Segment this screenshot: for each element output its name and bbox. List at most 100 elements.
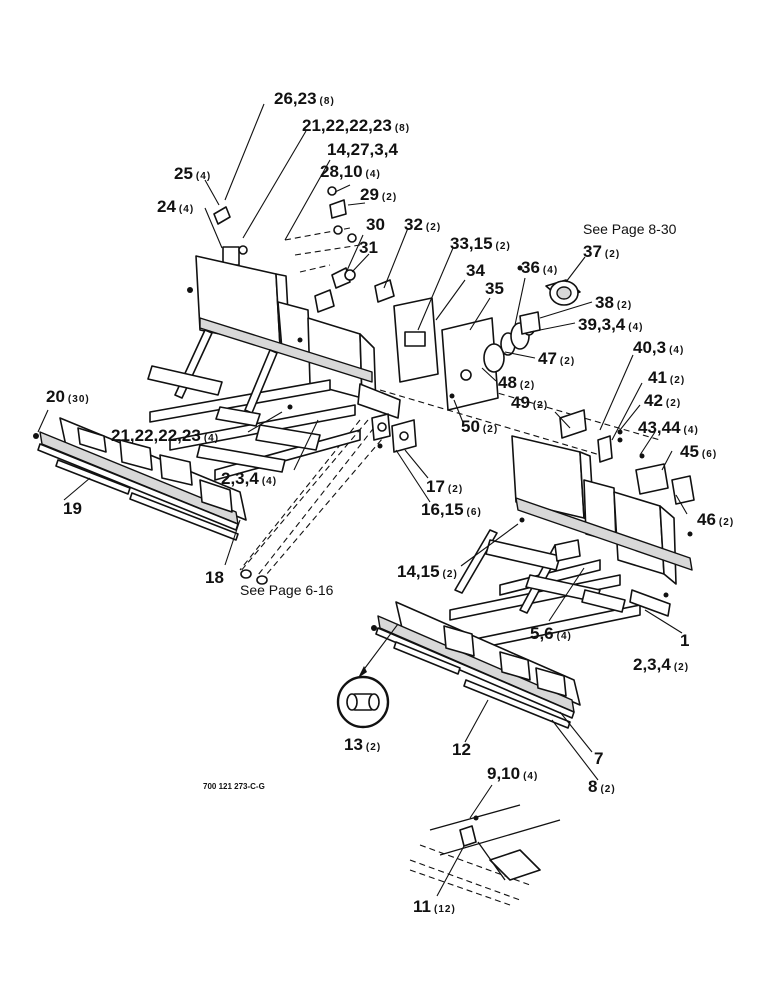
left-frame [195,255,418,423]
callout-13-qty: (2) [366,742,381,753]
svg-text:42(2): 42(2) [644,391,681,410]
center-drive [393,265,581,411]
svg-text:20(30): 20(30) [46,387,90,406]
callout-26-qty: (8) [320,96,335,107]
svg-text:31: 31 [359,238,378,257]
callout-16: 16,15 [421,500,464,519]
svg-text:14,27,3,4: 14,27,3,4 [327,140,398,159]
callout-47-qty: (2) [560,356,575,367]
callout-45-qty: (6) [702,449,717,460]
svg-text:41(2): 41(2) [648,368,685,387]
callout-39-qty: (4) [628,322,643,333]
right-guards [371,601,581,729]
svg-text:28,10(4): 28,10(4) [320,162,381,181]
svg-text:40,3(4): 40,3(4) [633,338,684,357]
callout-42: 42 [644,391,663,410]
callout-14-27: 14,27,3,4 [327,140,398,159]
svg-text:36(4): 36(4) [521,258,558,277]
svg-text:38(2): 38(2) [595,293,632,312]
callout-32-qty: (2) [426,222,441,233]
callout-11-qty: (12) [434,904,456,915]
callout-42-qty: (2) [666,398,681,409]
callout-38-qty: (2) [617,300,632,311]
svg-text:29(2): 29(2) [360,185,397,204]
svg-text:30: 30 [366,215,385,234]
callout-29: 29 [360,185,379,204]
callout-13: 13 [344,735,363,754]
svg-text:24(4): 24(4) [157,197,194,216]
callout-41-qty: (2) [670,375,685,386]
callout-36-qty: (4) [543,265,558,276]
svg-text:12: 12 [452,740,471,759]
callout-43-qty: (4) [684,425,699,436]
see-page-8-30-note: See Page 8-30 [583,221,677,237]
callout-2-left-qty: (4) [262,476,277,487]
svg-text:49(2): 49(2) [511,393,548,412]
svg-text:14,15(2): 14,15(2) [397,562,458,581]
callout-39: 39,3,4 [578,315,626,334]
drawing-art [33,186,695,906]
svg-text:21,22,22,23(8): 21,22,22,23(8) [302,116,410,135]
callout-18: 18 [205,568,224,587]
callout-47: 47 [538,349,557,368]
callout-8: 8 [588,777,597,796]
callout-16-qty: (6) [467,507,482,518]
svg-text:19: 19 [63,499,82,518]
svg-text:17(2): 17(2) [426,477,463,496]
see-page-6-16-note: See Page 6-16 [240,582,334,598]
svg-text:39,3,4(4): 39,3,4(4) [578,315,644,334]
callout-50-qty: (2) [483,424,498,435]
callout-8-qty: (2) [600,784,615,795]
callout-26: 26,23 [274,89,317,108]
svg-text:5,6(4): 5,6(4) [530,624,572,643]
callout-28-qty: (4) [366,169,381,180]
svg-text:33,15(2): 33,15(2) [450,234,511,253]
callout-12: 12 [452,740,471,759]
callout-33-qty: (2) [496,241,511,252]
callout-9-10-qty: (4) [523,771,538,782]
svg-text:9,10(4): 9,10(4) [487,764,538,783]
callout-32: 32 [404,215,423,234]
drive-shaft [239,419,389,585]
svg-text:50(2): 50(2) [461,417,498,436]
svg-text:11(12): 11(12) [413,897,456,916]
drawing-code: 700 121 273-C-G [203,782,265,791]
callout-5-6: 5,6 [530,624,554,643]
callout-30: 30 [366,215,385,234]
callout-5-6-qty: (4) [557,631,572,642]
svg-text:26,23(8): 26,23(8) [274,89,335,108]
callout-25-qty: (4) [196,171,211,182]
right-brackets [617,429,671,617]
callout-48: 48 [498,373,517,392]
callout-29-qty: (2) [382,192,397,203]
leader-lines [37,103,688,897]
callout-19: 19 [63,499,82,518]
svg-text:21,22,22,23(4): 21,22,22,23(4) [111,426,219,445]
svg-text:34: 34 [466,261,485,280]
left-guards [33,417,247,541]
callout-21-top-qty: (8) [395,123,410,134]
callout-17: 17 [426,477,445,496]
callout-14-15: 14,15 [397,562,440,581]
callout-7: 7 [594,749,603,768]
hardware-cluster-top [187,186,395,313]
callout-31: 31 [359,238,378,257]
callout-41: 41 [648,368,667,387]
callout-24: 24 [157,197,176,216]
svg-text:45(6): 45(6) [680,442,717,461]
callout-49: 49 [511,393,530,412]
callout-45: 45 [680,442,699,461]
svg-text:16,15(6): 16,15(6) [421,500,482,519]
callout-38: 38 [595,293,614,312]
callout-21-mid-qty: (4) [204,433,219,444]
callout-labels: 26,23(8) 21,22,22,23(8) 14,27,3,4 25(4) … [46,89,734,916]
svg-text:46(2): 46(2) [697,510,734,529]
callout-11: 11 [413,897,431,916]
callout-14-15-qty: (2) [443,569,458,580]
callout-1: 1 [680,631,689,650]
callout-28: 28,10 [320,162,363,181]
callout-2-right: 2,3,4 [633,655,671,674]
callout-40: 40,3 [633,338,666,357]
svg-text:18: 18 [205,568,224,587]
